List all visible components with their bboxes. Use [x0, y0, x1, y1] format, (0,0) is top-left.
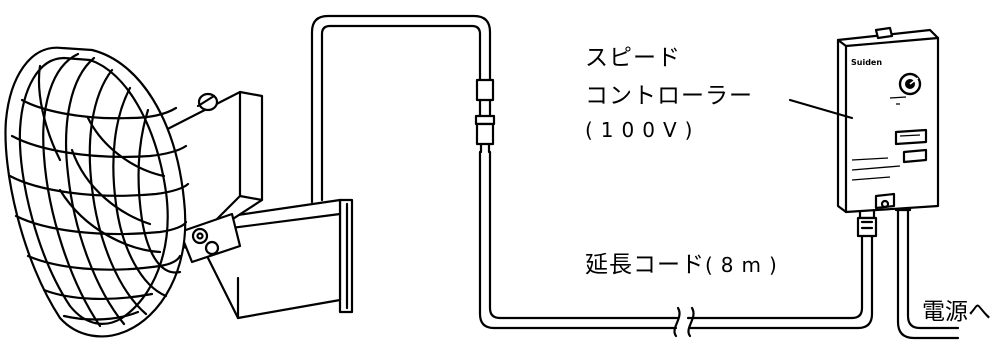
controller-panel-print: [851, 96, 921, 181]
speed-knob-icon: [898, 72, 922, 96]
extension-cord-label: 延長コード(8m): [585, 245, 785, 279]
to-power-label: 電源へ: [922, 299, 991, 325]
voltage-label: (100V): [585, 118, 701, 142]
plug-icon: [474, 78, 496, 154]
fan-power-cord: [310, 14, 492, 204]
controller-pointer-line: [788, 98, 854, 120]
wall-fan-icon: [4, 46, 190, 338]
speed-controller-label-line2: コントローラー: [585, 83, 753, 109]
speed-controller-box: [836, 26, 940, 214]
extension-cord-length: (8m): [705, 253, 785, 277]
fan-pivot-joint: [178, 212, 242, 264]
extension-cord-text: 延長コード: [585, 252, 705, 278]
speed-controller-label-line1: スピード: [585, 45, 681, 71]
extension-cord: [478, 150, 874, 330]
break-mark-icon: [673, 306, 695, 338]
controller-brand-label: Suiden: [851, 58, 883, 67]
